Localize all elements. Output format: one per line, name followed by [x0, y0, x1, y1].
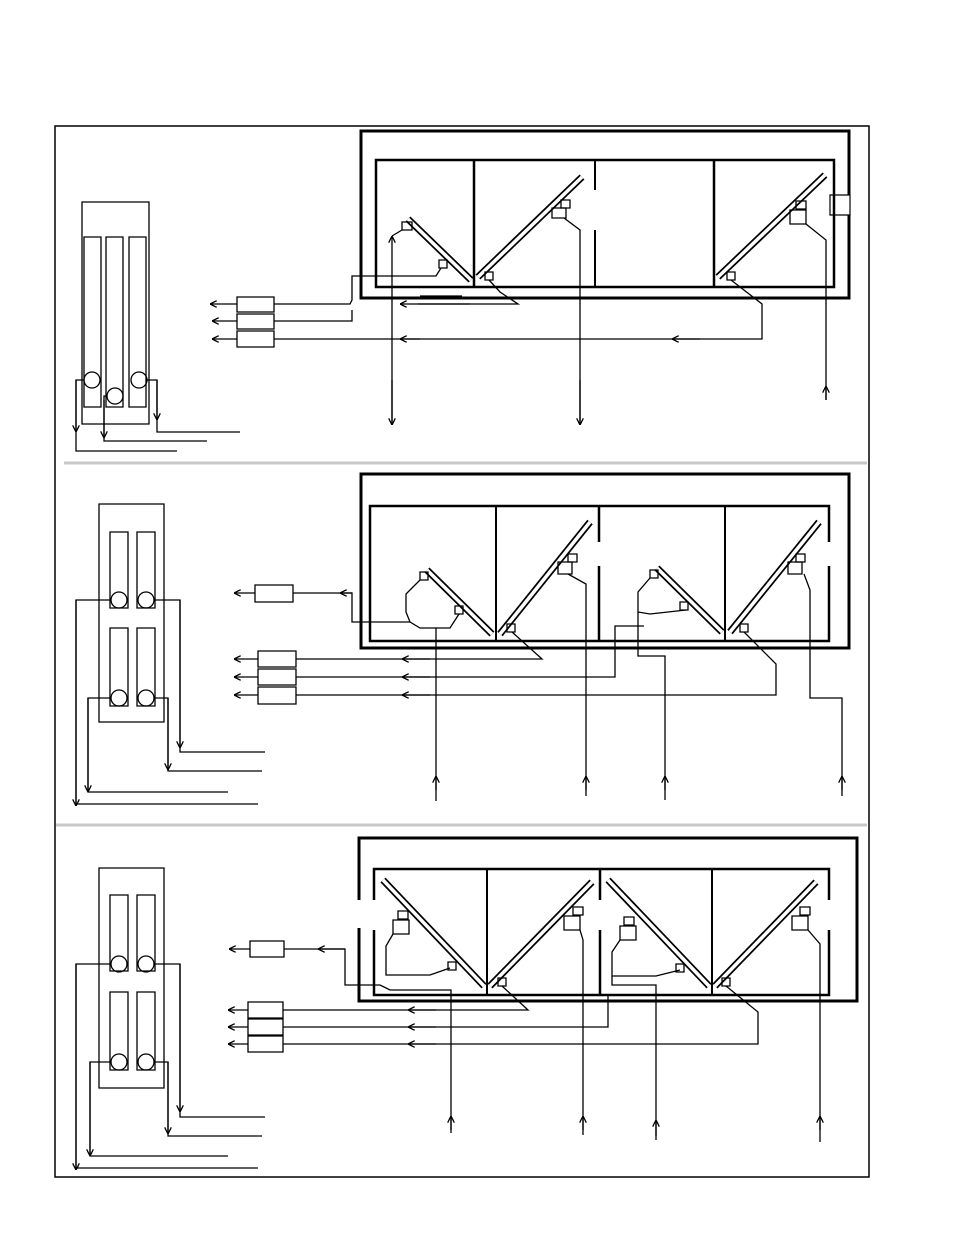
sensor-icon — [131, 372, 147, 388]
sensor-icon — [84, 372, 100, 388]
flow-tube-rack — [76, 504, 265, 806]
panel-2 — [76, 474, 849, 806]
actuator-icon — [620, 926, 636, 940]
panel-1 — [76, 131, 850, 451]
element-box — [258, 687, 296, 704]
element-box — [258, 669, 296, 685]
outer-frame — [55, 126, 869, 1177]
actuator-icon — [573, 907, 583, 915]
element-box — [237, 297, 274, 312]
element-box — [237, 314, 274, 329]
element-box — [250, 941, 284, 957]
element-box — [258, 651, 296, 667]
actuator-icon — [552, 208, 566, 218]
sensor-icon — [138, 956, 154, 972]
actuator-icon — [680, 602, 688, 610]
actuator-icon — [790, 210, 806, 224]
actuator-icon — [393, 920, 409, 934]
flow-tube-rack — [76, 868, 265, 1170]
sensor-icon — [107, 388, 123, 404]
actuator-icon — [564, 916, 580, 930]
tube-line — [147, 380, 240, 432]
sensor-icon — [111, 592, 127, 608]
actuator-icon — [740, 624, 748, 632]
actuator-icon — [800, 907, 810, 915]
actuator-icon — [561, 200, 570, 208]
flow-tube-rack — [76, 202, 240, 451]
plenum-inner — [374, 869, 829, 995]
actuator-icon — [788, 562, 802, 574]
sensor-icon — [138, 1054, 154, 1070]
plenum-housing — [361, 131, 849, 298]
element-box — [237, 331, 274, 347]
sensor-icon — [138, 592, 154, 608]
sensor-icon — [111, 1054, 127, 1070]
sensor-icon — [138, 690, 154, 706]
actuator-icon — [792, 916, 808, 930]
actuator-icon — [568, 554, 577, 562]
panel-3 — [76, 838, 857, 1170]
actuator-icon — [624, 917, 634, 925]
sensor-icon — [111, 956, 127, 972]
element-box — [248, 1036, 283, 1052]
element-box — [255, 585, 293, 602]
element-box — [248, 1002, 283, 1018]
sensor-icon — [111, 690, 127, 706]
actuator-icon — [727, 272, 735, 280]
element-box — [248, 1019, 283, 1035]
actuator-icon — [398, 911, 408, 919]
plenum-housing — [361, 474, 849, 648]
actuator-icon — [796, 554, 805, 562]
actuator-icon — [439, 260, 447, 268]
